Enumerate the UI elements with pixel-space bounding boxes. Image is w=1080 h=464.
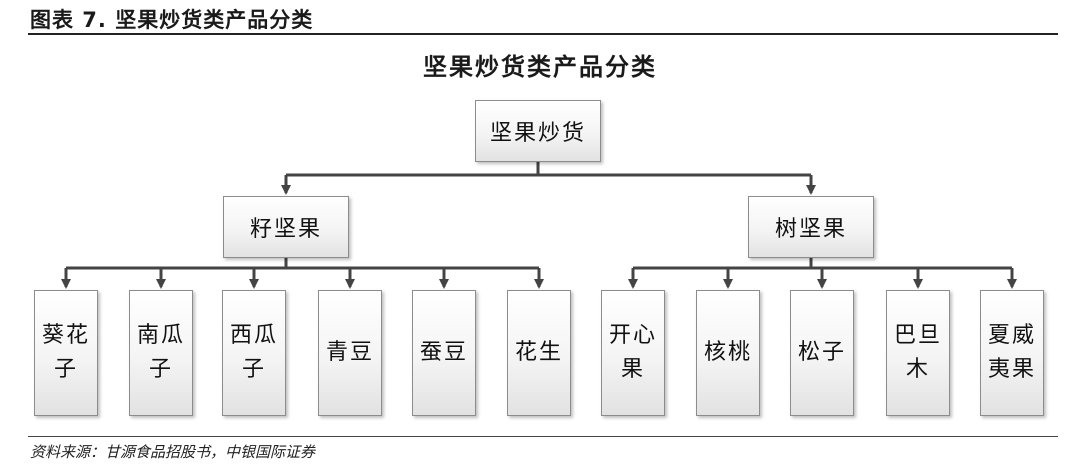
leaf-label-line: 夏威 bbox=[987, 323, 1036, 348]
leaf-node: 南瓜子 bbox=[129, 290, 193, 416]
branch-node-seed-nuts: 籽坚果 bbox=[223, 196, 349, 258]
leaf-node: 葵花子 bbox=[34, 290, 98, 416]
leaf-label-line: 核桃 bbox=[703, 340, 752, 365]
top-divider bbox=[28, 33, 1058, 35]
leaf-label-line: 南瓜 bbox=[136, 323, 185, 348]
figure-caption: 图表 7. 坚果炒货类产品分类 bbox=[30, 8, 314, 32]
leaf-node: 花生 bbox=[507, 290, 571, 416]
branch-node-tree-nuts: 树坚果 bbox=[748, 196, 874, 258]
leaf-node: 核桃 bbox=[696, 290, 760, 416]
leaf-label-line: 花生 bbox=[514, 340, 563, 365]
root-node: 坚果炒货 bbox=[475, 100, 601, 162]
leaf-node: 夏威夷果 bbox=[980, 290, 1044, 416]
leaf-label-line: 果 bbox=[620, 357, 645, 382]
leaf-label-line: 葵花 bbox=[41, 323, 90, 348]
leaf-node: 西瓜子 bbox=[222, 290, 286, 416]
leaf-node: 松子 bbox=[790, 290, 854, 416]
leaf-label-line: 青豆 bbox=[325, 340, 374, 365]
bottom-divider bbox=[28, 436, 1058, 437]
leaf-label-line: 子 bbox=[241, 357, 266, 382]
leaf-label-line: 子 bbox=[148, 357, 173, 382]
leaf-node: 青豆 bbox=[318, 290, 382, 416]
leaf-label-line: 夷果 bbox=[987, 357, 1036, 382]
leaf-label-line: 开心 bbox=[608, 323, 657, 348]
leaf-node: 蚕豆 bbox=[412, 290, 476, 416]
leaf-label-line: 子 bbox=[53, 357, 78, 382]
leaf-node: 巴旦木 bbox=[886, 290, 950, 416]
leaf-label-line: 松子 bbox=[797, 340, 846, 365]
leaf-label-line: 木 bbox=[905, 357, 930, 382]
leaf-node: 开心果 bbox=[601, 290, 665, 416]
leaf-label-line: 西瓜 bbox=[229, 323, 278, 348]
diagram-title: 坚果炒货类产品分类 bbox=[423, 53, 657, 81]
source-note: 资料来源：甘源食品招股书，中银国际证券 bbox=[30, 443, 316, 461]
leaf-label-line: 蚕豆 bbox=[419, 340, 468, 365]
leaf-label-line: 巴旦 bbox=[893, 323, 942, 348]
